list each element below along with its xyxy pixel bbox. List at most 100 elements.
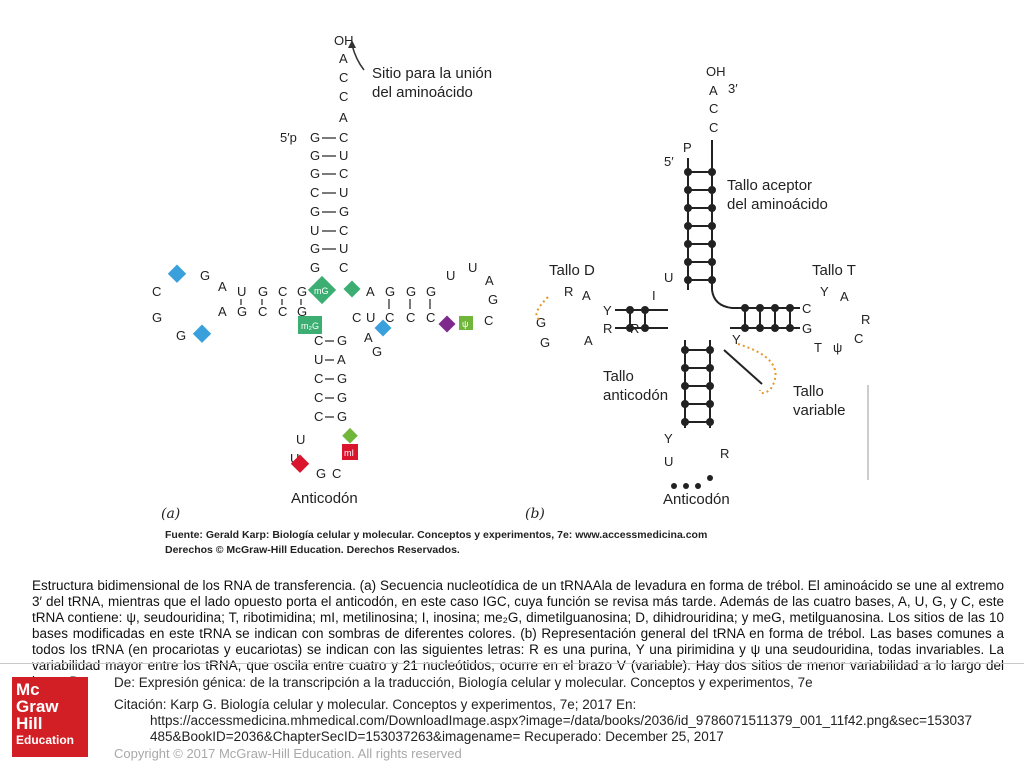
- svg-text:Y: Y: [820, 284, 829, 299]
- figure-source: Fuente: Gerald Karp: Biología celular y …: [165, 528, 707, 558]
- svg-text:G: G: [406, 284, 416, 299]
- svg-text:U: U: [314, 352, 323, 367]
- svg-text:U: U: [339, 185, 348, 200]
- a-mod-m2G: m₂G: [298, 316, 322, 334]
- figure-caption: Estructura bidimensional de los RNA de t…: [32, 578, 1004, 689]
- b-anticodon-stem-label-1: Tallo: [603, 368, 634, 385]
- a-acceptor-3-strand: A C C A C U C U G C U C: [339, 51, 349, 275]
- svg-text:C: C: [426, 310, 435, 325]
- svg-text:G: G: [176, 328, 186, 343]
- svg-text:C: C: [385, 310, 394, 325]
- svg-text:A: A: [364, 330, 373, 345]
- svg-text:I: I: [652, 288, 656, 303]
- a-acceptor-pairs: [322, 137, 336, 250]
- svg-text:C: C: [339, 166, 348, 181]
- b-acceptor-label-1: Tallo aceptor: [727, 177, 812, 194]
- svg-text:G: G: [310, 260, 320, 275]
- svg-text:A: A: [709, 83, 718, 98]
- b-variable-label-2: variable: [793, 402, 846, 419]
- svg-text:C: C: [339, 223, 348, 238]
- panel-a-label: (a): [161, 506, 180, 522]
- svg-text:ψ: ψ: [462, 319, 468, 329]
- svg-text:C: C: [854, 331, 863, 346]
- svg-text:C: C: [802, 301, 811, 316]
- svg-text:R: R: [564, 284, 573, 299]
- svg-text:R: R: [720, 446, 729, 461]
- svg-text:U: U: [366, 310, 375, 325]
- svg-text:C: C: [484, 313, 493, 328]
- svg-text:R: R: [603, 321, 612, 336]
- svg-text:G: G: [372, 344, 382, 359]
- svg-text:A: A: [339, 110, 348, 125]
- panel-b-label: (b): [525, 506, 545, 522]
- a-5p-label: 5′p: [280, 130, 297, 145]
- svg-text:C: C: [278, 284, 287, 299]
- a-site-arrowhead: [348, 40, 356, 48]
- svg-text:A: A: [840, 289, 849, 304]
- svg-text:G: G: [337, 333, 347, 348]
- b-5p-label: 5′: [664, 154, 674, 169]
- svg-text:C: C: [709, 120, 718, 135]
- svg-text:A: A: [485, 273, 494, 288]
- b-p-label: P: [683, 140, 692, 155]
- svg-text:U: U: [468, 260, 477, 275]
- svg-text:U: U: [310, 223, 319, 238]
- a-site-arrow: [351, 44, 365, 71]
- svg-text:A: A: [582, 288, 591, 303]
- svg-text:G: G: [237, 304, 247, 319]
- panel-a-cloverleaf: OH A C C A C U C U G C U C 5′p G G G C G…: [152, 33, 498, 507]
- svg-text:C: C: [332, 466, 341, 481]
- svg-text:U: U: [296, 432, 305, 447]
- source-line-1: Fuente: Gerald Karp: Biología celular y …: [165, 529, 708, 541]
- svg-text:C: C: [310, 185, 319, 200]
- b-d-arm: U I R A Y R R G G A: [535, 270, 673, 350]
- trna-figure: OH A C C A C U C U G C U C 5′p G G G C G…: [152, 33, 870, 522]
- svg-text:G: G: [426, 284, 436, 299]
- a-d-arm: G A U G C G C G G A G C C G: [152, 264, 307, 343]
- citation-url-2[interactable]: 485&BookID=2036&ChapterSecID=153037263&i…: [150, 729, 724, 744]
- b-anticodon-label: Anticodón: [663, 491, 730, 508]
- svg-text:G: G: [310, 130, 320, 145]
- svg-text:U: U: [339, 241, 348, 256]
- citation-url-1[interactable]: https://accessmedicina.mhmedical.com/Dow…: [150, 713, 973, 728]
- b-variable-region: Y: [723, 332, 777, 394]
- svg-text:C: C: [258, 304, 267, 319]
- svg-text:Y: Y: [664, 431, 673, 446]
- svg-text:A: A: [218, 304, 227, 319]
- svg-text:G: G: [310, 241, 320, 256]
- footer-citation: Citación: Karp G. Biología celular y mol…: [114, 697, 1014, 745]
- svg-text:C: C: [152, 284, 161, 299]
- svg-text:C: C: [339, 130, 348, 145]
- svg-text:C: C: [339, 70, 348, 85]
- svg-text:ψ: ψ: [833, 340, 842, 355]
- svg-text:A: A: [218, 279, 227, 294]
- a-oh-label: OH: [334, 33, 354, 48]
- b-anticodon-stem-label-2: anticodón: [603, 387, 668, 404]
- svg-text:R: R: [861, 312, 870, 327]
- svg-text:A: A: [337, 352, 346, 367]
- footer-copyright: Copyright © 2017 McGraw-Hill Education. …: [114, 746, 462, 761]
- svg-text:C: C: [406, 310, 415, 325]
- svg-text:C: C: [339, 89, 348, 104]
- a-t-arm: A G G G U U A G C U C C C ψ: [343, 260, 498, 333]
- svg-text:U: U: [237, 284, 246, 299]
- svg-text:A: A: [584, 333, 593, 348]
- svg-text:U: U: [290, 451, 299, 466]
- svg-text:A: A: [339, 51, 348, 66]
- a-site-label-1: Sitio para la unión: [372, 65, 492, 82]
- source-line-2: Derechos © McGraw-Hill Education. Derech…: [165, 544, 460, 556]
- svg-text:A: A: [366, 284, 375, 299]
- a-anticodon-loop: U U G C mI: [290, 427, 358, 481]
- svg-text:U: U: [339, 148, 348, 163]
- svg-text:G: G: [536, 315, 546, 330]
- svg-text:U: U: [664, 454, 673, 469]
- a-mod-mG: mG: [307, 275, 337, 305]
- svg-text:G: G: [310, 204, 320, 219]
- svg-text:mG: mG: [314, 286, 329, 296]
- svg-text:G: G: [540, 335, 550, 350]
- panel-b-cloverleaf: OH 3′ A C C 5′ P Tallo aceptor del amino…: [535, 64, 870, 508]
- b-t-arm: C G Y A R C T ψ: [711, 284, 870, 355]
- svg-text:G: G: [339, 204, 349, 219]
- svg-text:m₂G: m₂G: [301, 321, 319, 331]
- svg-text:G: G: [385, 284, 395, 299]
